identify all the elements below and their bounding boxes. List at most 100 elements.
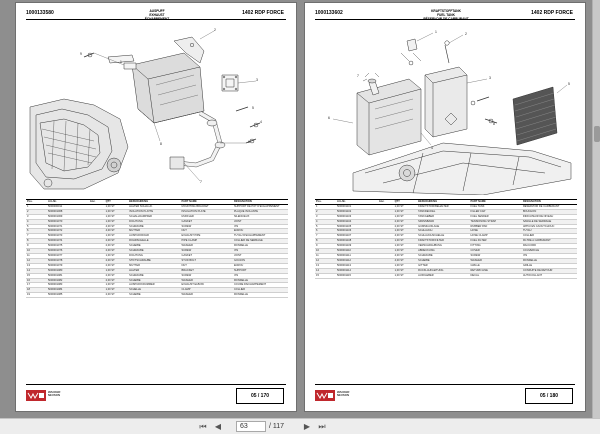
col-part-name: PART NAME [469, 199, 522, 205]
table-cell: DICHTUNG [128, 219, 181, 225]
table-cell: 5000001073 [46, 233, 89, 240]
table-cell [88, 287, 105, 294]
table-cell: COUVERCLE [521, 248, 577, 254]
table-cell: AUSPUFFROHR [128, 233, 181, 240]
table-cell [377, 258, 394, 264]
title-de: KRAFTSTOFFTANK [431, 9, 461, 13]
svg-text:1: 1 [120, 60, 122, 64]
table-cell: 1,00 ST [104, 253, 129, 259]
table-cell: 5000001105 [335, 224, 378, 230]
table-cell: 2,00 ST [104, 273, 129, 279]
table-cell: 5000001082 [46, 278, 89, 284]
table-cell: AUSPUFFKRÜMMER [128, 282, 181, 289]
table-cell: 1,00 ST [104, 268, 129, 274]
parts-table: Pos. Art.-Nr. Anz. QTY BEZEICHNUNG PART … [26, 199, 288, 299]
table-cell: MOUNTING BRACKET [180, 204, 233, 210]
table-cell: 1 [26, 204, 47, 210]
last-page-button[interactable]: ⏭ [318, 422, 326, 431]
table-cell: 1,00 ST [104, 204, 129, 210]
table-cell: RETURN LINE [469, 268, 522, 274]
table-cell: SILENCIEUX [232, 214, 288, 220]
table-cell: RACCORD [521, 243, 577, 250]
table-cell: 12 [315, 258, 336, 264]
table-cell: 5000001068 [46, 209, 89, 215]
table-cell: SCREW [180, 273, 233, 279]
table-cell: 14 [315, 268, 336, 274]
svg-text:8: 8 [493, 122, 495, 126]
table-cell: 6 [26, 228, 47, 235]
table-cell: 5000001112 [335, 258, 378, 264]
first-page-button[interactable]: ⏮ [199, 422, 207, 431]
prev-page-button[interactable]: ◀ [214, 422, 222, 431]
table-cell: HALTER [128, 268, 181, 274]
table-cell: FILLER CAP [469, 209, 522, 215]
vertical-scrollbar[interactable] [592, 0, 600, 418]
table-cell: STIFTSCHRAUBE [128, 258, 181, 264]
table-cell: 1,00 ST [104, 214, 129, 220]
table-cell: 2,00 ST [104, 238, 129, 245]
next-page-button[interactable]: ▶ [303, 422, 311, 431]
table-cell: COLLIER [232, 287, 288, 294]
table-cell: INDICATEUR DE NIVEAU [521, 214, 577, 220]
table-cell: 5000001113 [335, 263, 378, 269]
table-cell: FUEL SENDER [469, 214, 522, 220]
doc-number: 1000133580 [26, 10, 54, 16]
table-cell: 15 [315, 273, 336, 279]
table-cell: APPUI EN CAOUTCHOUC [521, 224, 577, 230]
page-number-input[interactable]: 63 [236, 421, 266, 432]
document-viewer: 1000133580 AUSPUFF EXHAUST ÉCHAPPEMENT 1… [15, 0, 600, 418]
table-cell: 1,00 ST [393, 273, 418, 279]
table-cell: 13 [315, 263, 336, 269]
table-cell [88, 238, 105, 245]
table-cell: PIPE CLAMP [180, 238, 233, 245]
table-cell: 5000001103 [335, 214, 378, 220]
svg-text:8: 8 [160, 142, 162, 146]
table-cell: 17 [26, 282, 47, 289]
scrollbar-thumb[interactable] [594, 126, 600, 142]
table-cell: 5000001110 [335, 248, 378, 254]
table-cell: 11 [315, 253, 336, 259]
table-cell: 5000001083 [46, 282, 89, 289]
table-cell: INSULATION PLATE [180, 209, 233, 215]
table-cell: 1 [315, 204, 336, 210]
table-cell: JOINT [232, 253, 288, 259]
table-cell: SCHEIBE [128, 243, 181, 250]
table-cell: 8 [315, 238, 336, 245]
table-cell [88, 248, 105, 254]
page-right: 1000133602 KRAFTSTOFFTANK FUEL TANK RÉSE… [304, 2, 586, 412]
table-cell [88, 258, 105, 264]
table-cell: EXHAUST ELBOW [180, 282, 233, 289]
table-cell: 5000001075 [46, 243, 89, 250]
table-cell [377, 224, 394, 230]
table-cell: 4 [315, 219, 336, 225]
table-cell: 1,00 ST [393, 268, 418, 274]
table-cell: 1,00 ST [393, 228, 418, 235]
table-cell: 15 [26, 273, 47, 279]
svg-text:6: 6 [248, 140, 250, 144]
svg-text:6: 6 [328, 116, 330, 120]
wacker-logo [26, 390, 46, 401]
table-cell: SCHRAUBE [128, 224, 181, 230]
table-cell: 10 [26, 248, 47, 254]
table-cell: 4,00 ST [393, 253, 418, 259]
table-cell: RUBBER PAD [469, 224, 522, 230]
table-cell [88, 278, 105, 284]
table-cell: 2,00 ST [104, 243, 129, 250]
table-cell: 4 [26, 219, 47, 225]
table-cell: FITTING [469, 243, 522, 250]
table-cell: TUYAU [521, 228, 577, 235]
svg-text:1: 1 [435, 30, 437, 34]
table-cell: SUPPORT DE POT D'ECHAPPEMENT [232, 204, 288, 210]
